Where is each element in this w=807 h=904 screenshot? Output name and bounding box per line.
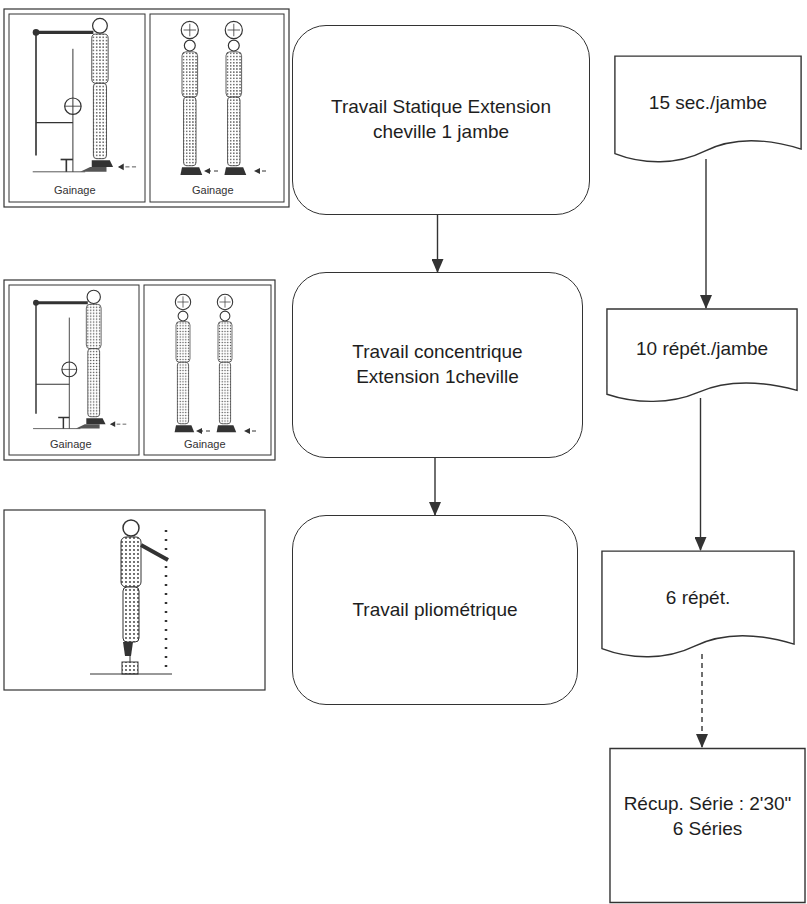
flow-arrow: [701, 654, 702, 747]
figure-caption: Gainage: [182, 438, 228, 450]
dose-document: 6 répét.: [600, 550, 796, 662]
exercise-box: Travail Statique Extension cheville 1 ja…: [292, 25, 590, 215]
figure-caption: Gainage: [48, 438, 94, 450]
figure-caption: Gainage: [190, 184, 236, 196]
node-text: Récup. Série : 2'30" 6 Séries: [620, 792, 795, 841]
figure-caption: Gainage: [52, 184, 98, 196]
node-text: 10 répét./jambe: [636, 337, 768, 362]
node-text: 15 sec./jambe: [649, 91, 767, 116]
exercise-box: Travail concentrique Extension 1cheville: [292, 272, 583, 458]
dose-document: 10 répét./jambe: [605, 308, 799, 406]
flow-arrow: [434, 458, 435, 515]
node-text: Travail concentrique Extension 1cheville: [311, 340, 564, 389]
dose-document: 15 sec./jambe: [613, 55, 803, 167]
flow-arrow: [437, 215, 438, 272]
node-text: 6 répét.: [666, 586, 730, 611]
node-text: Travail Statique Extension cheville 1 ja…: [311, 95, 571, 144]
exercise-box: Travail pliométrique: [292, 515, 578, 705]
flow-arrow: [705, 159, 706, 308]
recovery-box: Récup. Série : 2'30" 6 Séries: [608, 747, 807, 904]
flow-arrow: [700, 398, 701, 550]
node-text: Travail pliométrique: [352, 598, 517, 623]
